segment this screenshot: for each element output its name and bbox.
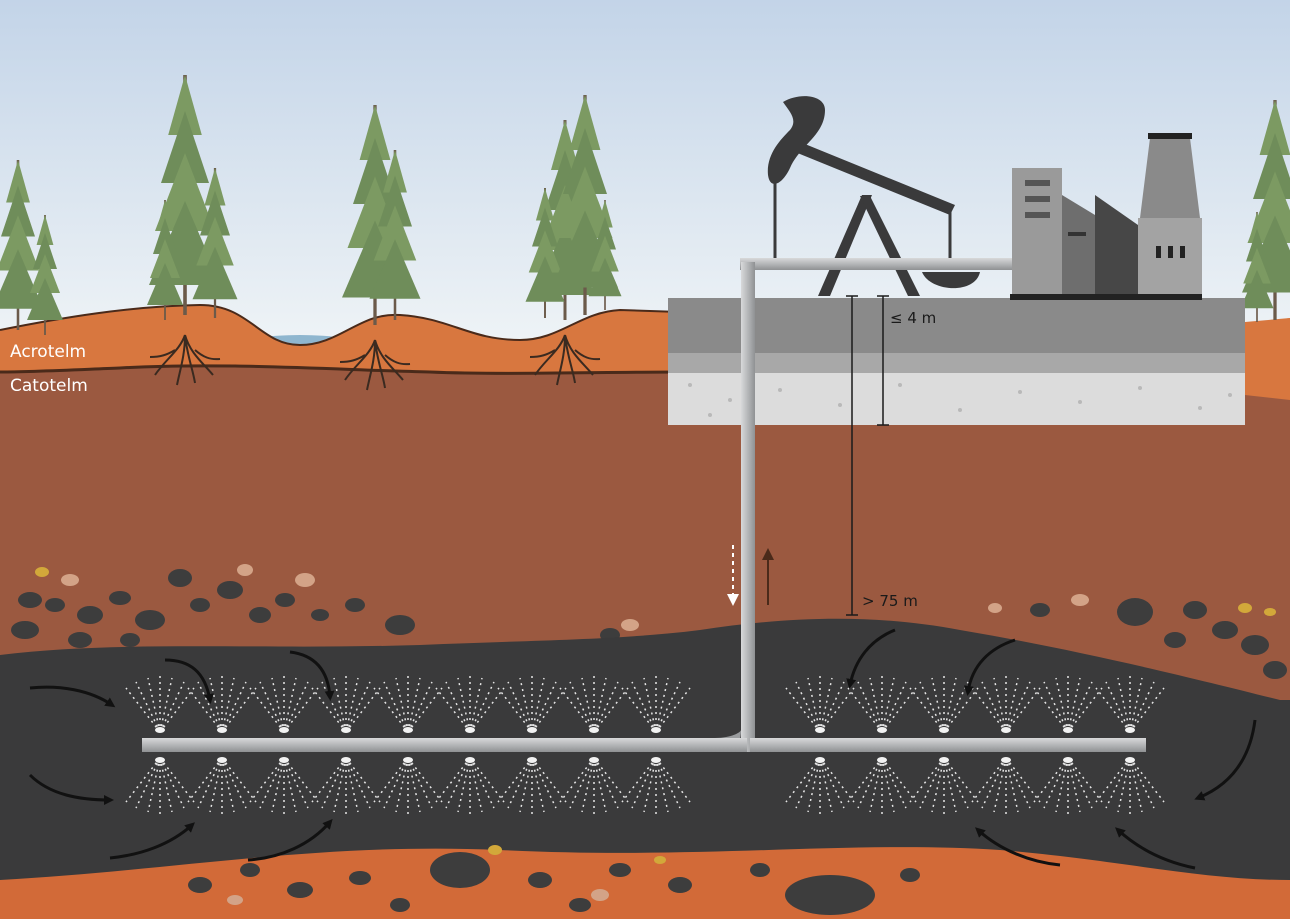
upper-gold — [35, 567, 1276, 616]
acrotelm-right — [1245, 318, 1290, 400]
flow-arrows — [28, 628, 1257, 870]
horizontal-well-right — [750, 738, 1146, 752]
depth-markers — [846, 295, 889, 616]
acrotelm-label: Acrotelm — [10, 342, 87, 362]
vertical-well — [741, 262, 755, 752]
acrotelm-layer — [0, 305, 1290, 395]
well-pad — [668, 298, 1245, 425]
lower-gold — [488, 845, 666, 864]
facility — [1010, 133, 1202, 300]
upper-pebbles — [61, 564, 1089, 631]
upper-rocks — [11, 569, 1287, 679]
lower-layer — [0, 836, 1290, 919]
pumpjack — [740, 96, 1012, 296]
production-arrow — [762, 548, 774, 605]
injection-arrow — [727, 545, 739, 606]
surface-line — [0, 303, 681, 347]
horizontal-well-left — [142, 738, 747, 752]
depth-deep-label: > 75 m — [862, 592, 918, 610]
lower-pebbles — [227, 889, 609, 905]
catotelm-label: Catotelm — [10, 376, 88, 396]
depth-shallow-label: ≤ 4 m — [890, 309, 937, 327]
lower-rocks — [188, 852, 920, 915]
